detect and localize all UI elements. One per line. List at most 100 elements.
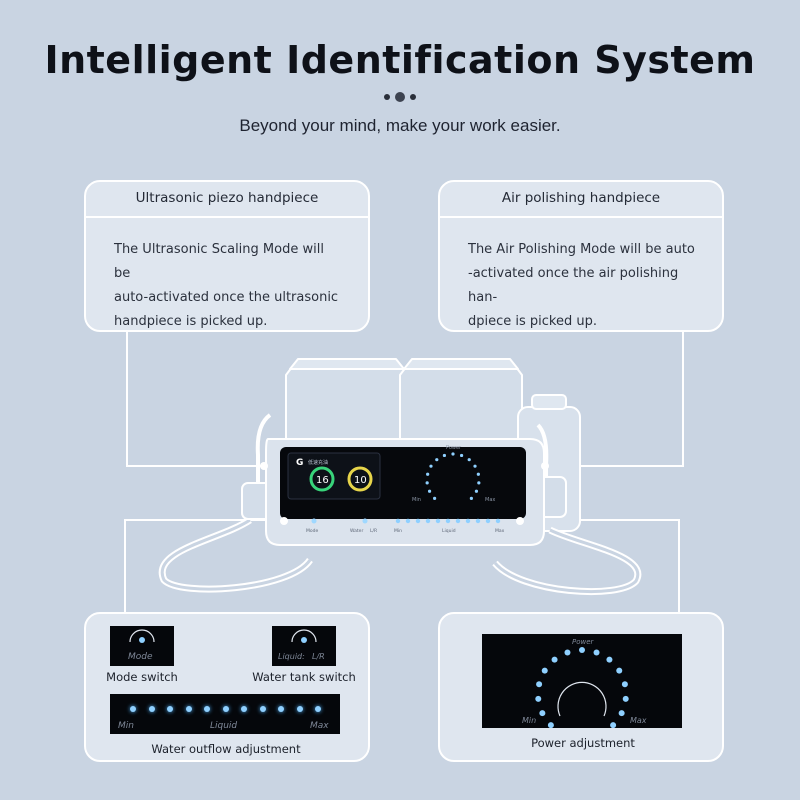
power-min-label: Min xyxy=(522,716,537,725)
water-outflow-panel: Min Liquid Max xyxy=(110,694,340,734)
outflow-led xyxy=(222,706,229,712)
device-illustration: G 低速充油 16 10 Power Min Max Mode Water L/… xyxy=(158,358,642,596)
gauge-right-value: 10 xyxy=(354,475,367,486)
outflow-led xyxy=(259,706,266,712)
power-led xyxy=(435,458,439,462)
liquid-led xyxy=(445,518,451,524)
power-led xyxy=(610,722,617,728)
page-subtitle: Beyond your mind, make your work easier. xyxy=(239,116,561,135)
decorative-dots xyxy=(380,92,420,102)
outflow-led xyxy=(185,706,192,712)
air-line-1: The Air Polishing Mode will be auto xyxy=(468,242,695,257)
power-led xyxy=(551,656,558,663)
power-led xyxy=(467,458,471,462)
power-led xyxy=(564,649,571,656)
outflow-led xyxy=(204,706,210,712)
outflow-led xyxy=(130,706,136,712)
device-mode-label: Mode xyxy=(306,528,318,534)
outflow-min-label: Min xyxy=(118,721,134,731)
power-led xyxy=(425,481,429,485)
power-led xyxy=(535,695,542,702)
power-led xyxy=(459,453,464,458)
power-led xyxy=(429,464,433,468)
ultrasonic-line-1: The Ultrasonic Scaling Mode will be xyxy=(114,242,324,281)
power-led xyxy=(536,681,543,688)
liquid-led xyxy=(395,518,401,524)
liquid-led xyxy=(485,518,491,524)
power-led xyxy=(473,464,477,468)
power-led xyxy=(427,489,432,493)
connector-line xyxy=(124,519,126,614)
power-led xyxy=(622,695,629,702)
water-tank-switch-panel: Liquid: L/R xyxy=(272,626,336,666)
gauge-left-value: 16 xyxy=(316,475,329,486)
connector-line xyxy=(124,519,284,521)
mode-switch-caption: Mode switch xyxy=(106,670,178,684)
power-adjustment-caption: Power adjustment xyxy=(531,736,635,750)
power-led xyxy=(579,647,585,653)
power-led xyxy=(593,649,600,656)
power-led xyxy=(469,496,473,500)
device-max-label: Max xyxy=(485,497,495,503)
brand-text: 低速充油 xyxy=(308,459,328,466)
outflow-led xyxy=(241,706,247,712)
device-power-label: Power xyxy=(446,445,462,451)
power-led xyxy=(539,710,546,717)
device-liquid-leds xyxy=(395,518,501,524)
liquid-led xyxy=(495,518,501,524)
power-led xyxy=(616,667,623,674)
liquid-led xyxy=(415,518,421,524)
air-polishing-card-description: The Air Polishing Mode will be auto -act… xyxy=(440,218,722,334)
connector-line xyxy=(682,332,684,466)
air-line-2: -activated once the air polishing han- xyxy=(468,266,679,305)
brand-mark: G xyxy=(296,458,303,468)
device-min-label: Min xyxy=(412,497,421,503)
power-led xyxy=(474,489,479,493)
ultrasonic-card: Ultrasonic piezo handpiece The Ultrasoni… xyxy=(84,180,370,332)
power-led xyxy=(442,453,447,458)
ultrasonic-line-2: auto-activated once the ultrasonic xyxy=(114,290,339,305)
liquid-led xyxy=(405,518,411,524)
connector-line xyxy=(545,465,684,467)
power-card: Power Min Max Power adjustment xyxy=(438,612,724,762)
outflow-led xyxy=(315,706,321,712)
ultrasonic-line-3: handpiece is picked up. xyxy=(114,314,268,329)
outflow-led xyxy=(278,706,284,712)
air-polishing-card: Air polishing handpiece The Air Polishin… xyxy=(438,180,724,332)
device-water-label: Water xyxy=(350,528,363,534)
power-led xyxy=(476,472,480,476)
power-adjustment-panel: Power Min Max xyxy=(482,634,682,728)
water-tank-panel-value: L/R xyxy=(312,652,325,661)
water-tank-panel-label: Liquid: xyxy=(278,652,305,661)
device-liquid-label: Liquid xyxy=(442,528,456,534)
mode-switch-panel: Mode xyxy=(110,626,174,666)
liquid-led xyxy=(465,518,471,524)
device-liquid-max: Max xyxy=(495,528,505,534)
device-lr-label: L/R xyxy=(370,528,377,534)
ultrasonic-card-description: The Ultrasonic Scaling Mode will be auto… xyxy=(86,218,368,334)
liquid-led xyxy=(425,518,431,524)
power-led xyxy=(621,681,628,688)
outflow-max-label: Max xyxy=(310,721,329,731)
power-dial xyxy=(535,647,629,728)
connector-line xyxy=(520,519,680,521)
connector-line xyxy=(678,519,680,614)
air-polishing-card-heading: Air polishing handpiece xyxy=(440,182,722,218)
outflow-led xyxy=(296,706,303,712)
mode-panel-label: Mode xyxy=(128,652,153,662)
outflow-led xyxy=(148,706,155,712)
device-power-dial xyxy=(425,452,481,500)
power-led xyxy=(606,656,613,663)
connector-line xyxy=(126,332,128,466)
ultrasonic-card-heading: Ultrasonic piezo handpiece xyxy=(86,182,368,218)
power-led xyxy=(433,496,437,500)
outflow-led xyxy=(167,706,173,712)
page-title: Intelligent Identification System xyxy=(44,38,756,82)
power-led xyxy=(547,722,554,728)
power-top-label: Power xyxy=(572,638,594,646)
air-line-3: dpiece is picked up. xyxy=(468,314,597,329)
liquid-led xyxy=(475,518,481,524)
power-led xyxy=(477,481,481,485)
power-led xyxy=(451,452,455,456)
power-led xyxy=(618,710,625,717)
